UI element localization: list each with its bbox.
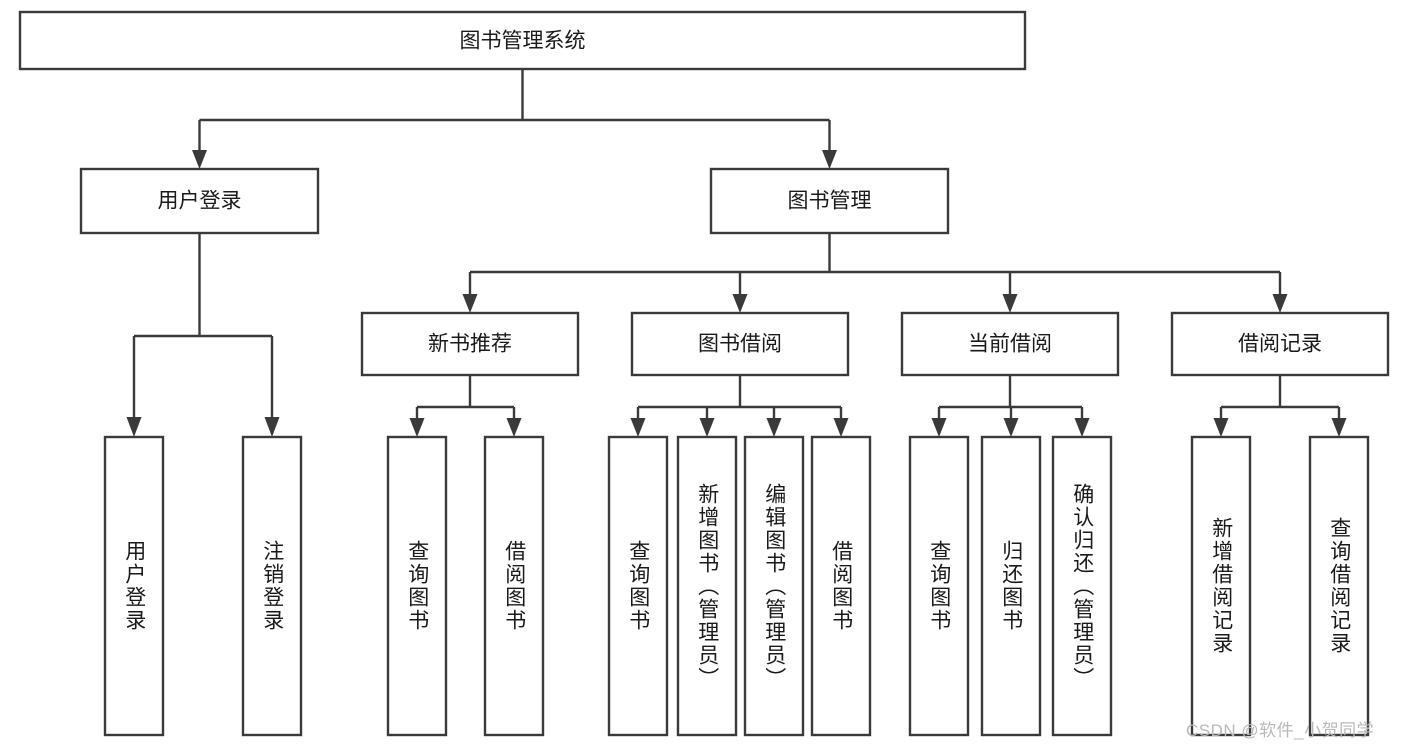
node-leaf-user-login[interactable]: [103, 435, 165, 737]
node-leaf-query-record[interactable]: [1308, 435, 1370, 737]
arrow-root-to-user-login: [192, 150, 207, 169]
node-leaf-logout[interactable]: [241, 435, 303, 737]
arrow-book-manage-child-1: [462, 294, 478, 313]
arrow-book-manage-child-4: [1272, 294, 1288, 313]
node-layer: 图书管理系统 用户登录 图书管理 新书推荐 图书借阅 当前借阅 借阅记录: [18, 10, 1390, 737]
arrow-new-book-rec-leaf-1: [409, 418, 425, 437]
node-book-manage[interactable]: [709, 167, 950, 235]
node-book-manage-label: 图书管理: [788, 190, 872, 213]
node-borrow-record-label: 借阅记录: [1238, 333, 1322, 356]
node-user-login[interactable]: [79, 167, 320, 235]
node-current-borrow-label: 当前借阅: [968, 333, 1052, 356]
arrow-user-login-leaf-1: [126, 417, 142, 437]
arrow-user-login-leaf-2: [264, 417, 280, 437]
arrow-borrow-record-leaf-1: [1213, 418, 1229, 437]
node-leaf-add-record[interactable]: [1190, 435, 1252, 737]
node-leaf-borrow-book[interactable]: [810, 435, 872, 737]
node-leaf-borrow-book-rec[interactable]: [483, 435, 545, 737]
node-leaf-edit-book[interactable]: [743, 435, 805, 737]
arrow-current-borrow-leaf-1: [931, 418, 947, 437]
arrow-book-borrow-leaf-4: [833, 418, 849, 437]
arrow-book-borrow-leaf-3: [766, 418, 782, 437]
arrow-root-to-book-manage: [822, 150, 837, 169]
node-root[interactable]: [18, 10, 1027, 71]
arrow-current-borrow-leaf-2: [1003, 418, 1019, 437]
csdn-watermark: CSDN @软件_小贺同学: [1186, 721, 1375, 740]
node-user-login-label: 用户登录: [158, 190, 242, 213]
node-leaf-add-book[interactable]: [676, 435, 738, 737]
node-leaf-return-book[interactable]: [980, 435, 1042, 737]
node-new-book-rec-label: 新书推荐: [428, 333, 512, 356]
arrow-book-manage-child-3: [1002, 294, 1018, 313]
arrow-book-borrow-leaf-2: [699, 418, 715, 437]
arrow-book-borrow-leaf-1: [630, 418, 646, 437]
node-leaf-query-book-borrow[interactable]: [607, 435, 669, 737]
arrow-current-borrow-leaf-3: [1074, 418, 1090, 437]
node-leaf-confirm-return[interactable]: [1051, 435, 1113, 737]
arrow-new-book-rec-leaf-2: [506, 418, 522, 437]
arrow-book-manage-child-2: [732, 294, 748, 313]
arrow-borrow-record-leaf-2: [1331, 418, 1347, 437]
node-leaf-query-book-rec[interactable]: [386, 435, 448, 737]
node-root-label: 图书管理系统: [460, 30, 586, 53]
node-new-book-rec[interactable]: [360, 311, 580, 377]
node-book-borrow-label: 图书借阅: [698, 333, 782, 356]
node-book-borrow[interactable]: [630, 311, 850, 377]
connector-layer: [126, 69, 1347, 437]
node-current-borrow[interactable]: [900, 311, 1120, 377]
node-borrow-record[interactable]: [1170, 311, 1390, 377]
node-leaf-query-book-cur[interactable]: [908, 435, 970, 737]
